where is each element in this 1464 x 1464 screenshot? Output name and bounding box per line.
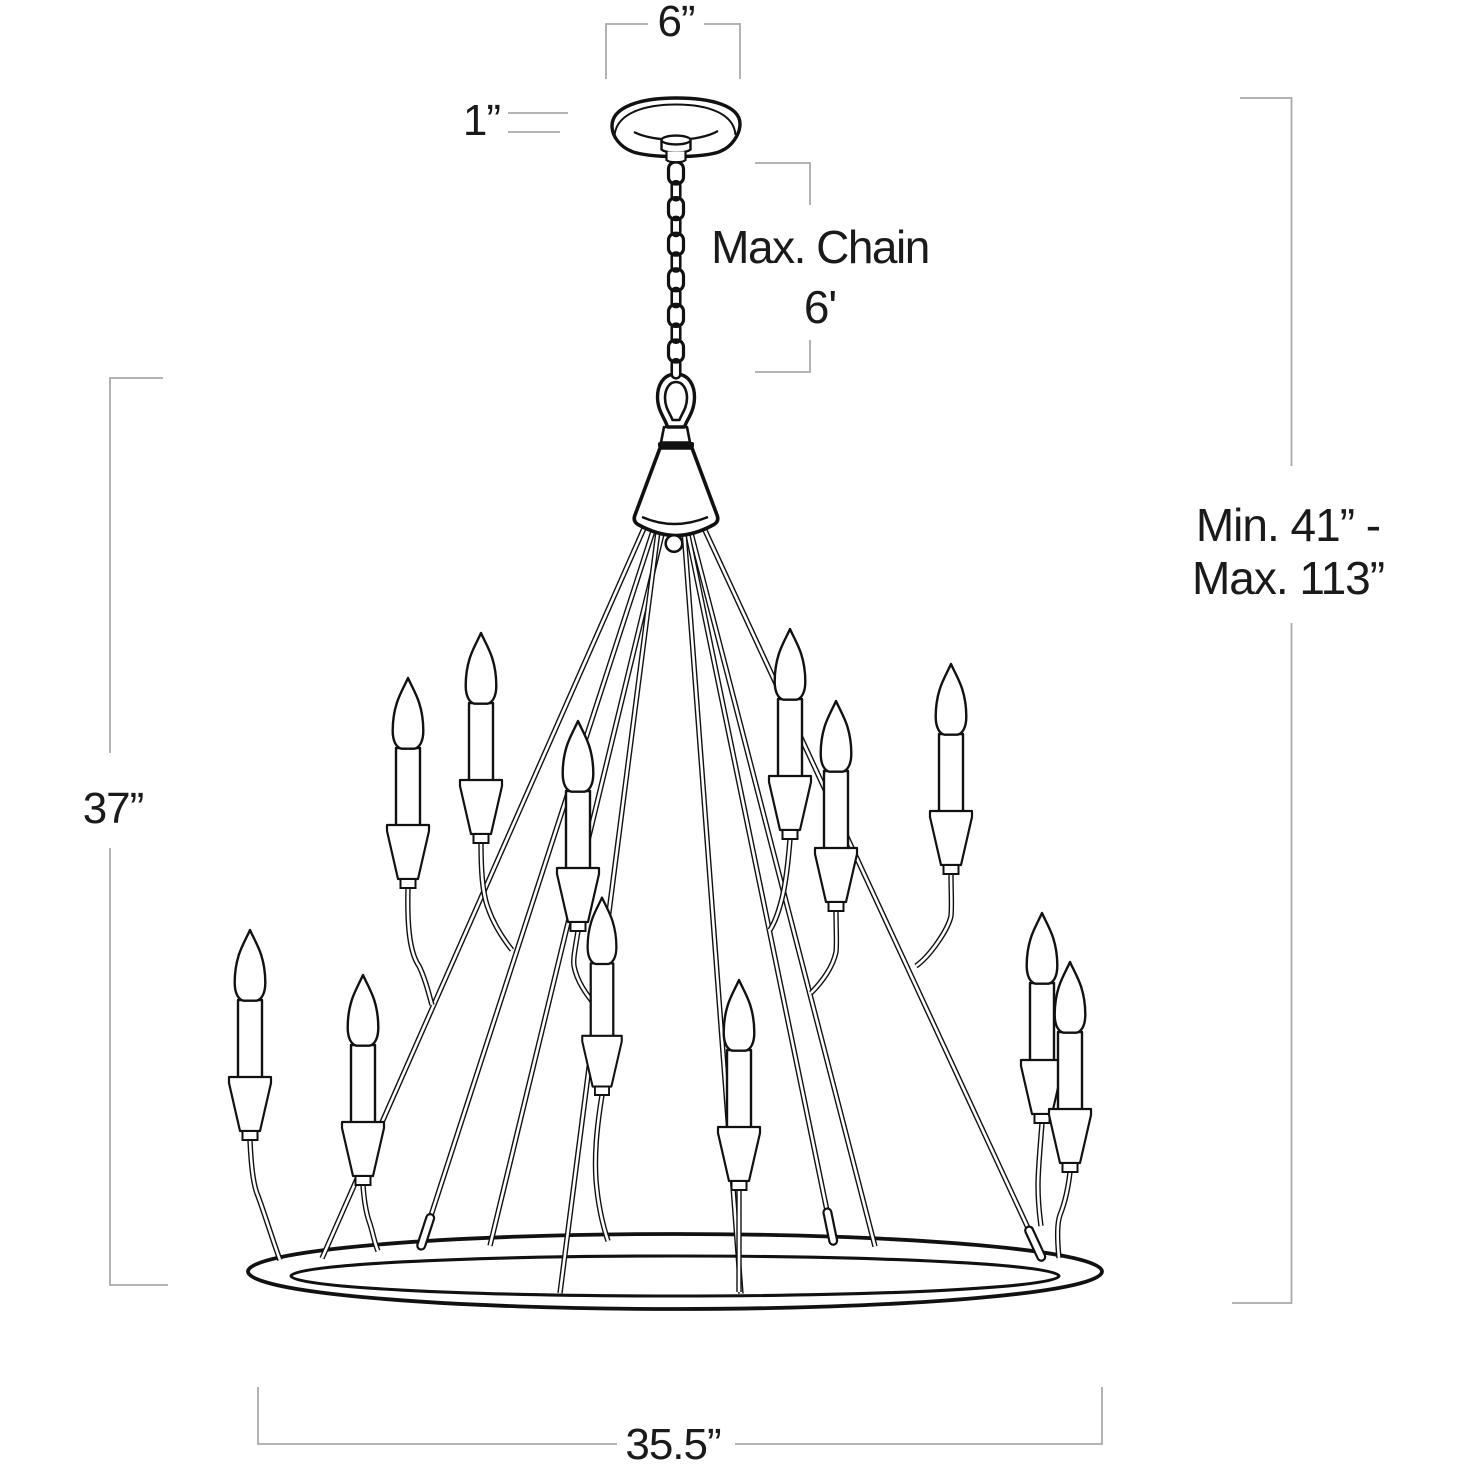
svg-text:1”: 1” (463, 96, 500, 145)
svg-text:Max. Chain: Max. Chain (711, 221, 929, 273)
svg-text:6”: 6” (657, 0, 694, 46)
svg-text:Max. 113”: Max. 113” (1192, 552, 1384, 604)
svg-text:Min. 41” -: Min. 41” - (1196, 499, 1380, 551)
svg-text:37”: 37” (83, 784, 144, 833)
svg-text:35.5”: 35.5” (625, 1420, 721, 1464)
svg-text:6': 6' (804, 281, 836, 333)
